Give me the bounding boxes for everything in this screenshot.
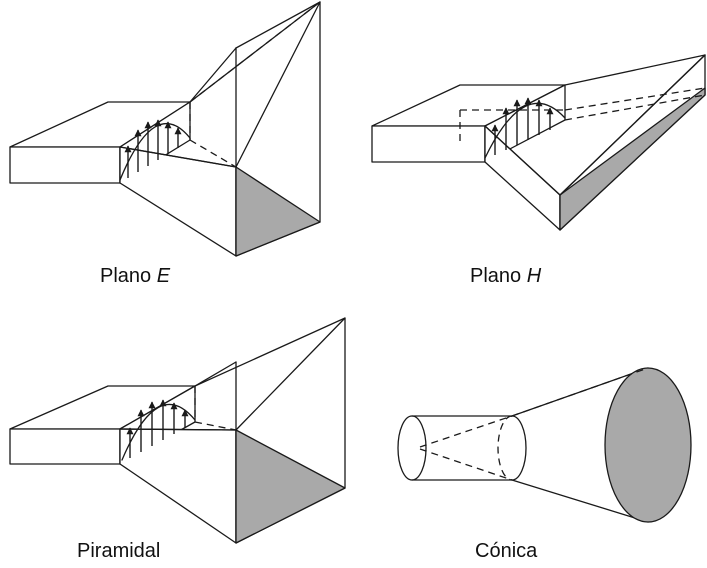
pyramidal-horn [9,317,346,544]
h-plane-caption-text: Plano [470,265,527,287]
pyramidal-aperture [235,429,346,544]
e-plane-aperture [235,166,321,257]
e-plane-field-arrows [119,119,191,181]
h-plane-horn [371,54,706,231]
e-plane-flare [119,1,321,257]
e-plane-horn [9,1,321,257]
h-plane-aperture [559,87,706,231]
conical-caption: Cónica [475,540,537,563]
pyramidal-caption: Piramidal [77,540,160,563]
conical-flare [419,367,692,523]
e-plane-caption: Plano E [100,265,170,288]
e-plane-caption-var: E [156,265,171,287]
e-plane-caption-text: Plano [100,265,157,287]
h-plane-field-arrows [484,97,566,159]
conical-aperture [604,367,692,523]
pyramidal-field-arrows [121,399,196,461]
conical-caption-text: Cónica [475,540,538,562]
conical-horn [397,367,692,523]
h-plane-flare [459,54,706,231]
pyramidal-flare [119,317,346,544]
h-plane-caption: Plano H [470,265,541,288]
conical-waveguide [397,415,513,481]
h-plane-caption-var: H [526,265,542,287]
pyramidal-caption-text: Piramidal [77,540,161,562]
h-plane-waveguide [371,84,566,163]
